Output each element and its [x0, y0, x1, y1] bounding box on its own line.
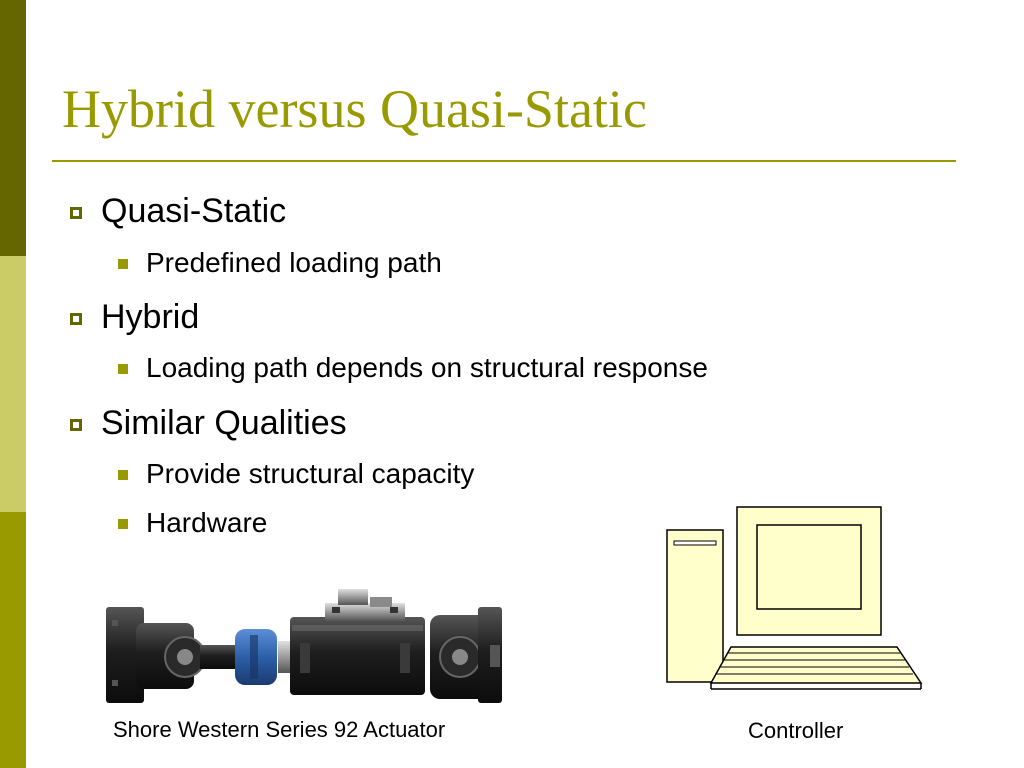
sidebar-stripe-middle [0, 256, 26, 512]
solid-square-icon [118, 364, 128, 374]
computer-icon [666, 506, 923, 690]
solid-square-icon [118, 259, 128, 269]
actuator-illustration [106, 589, 502, 703]
bullet-hybrid: Hybrid [101, 298, 200, 336]
sub-bullet-hardware: Hardware [146, 507, 268, 538]
solid-square-icon [118, 470, 128, 480]
controller-illustration [665, 505, 925, 700]
sub-bullet-provide-structural-capacity: Provide structural capacity [146, 458, 475, 489]
sub-bullet-loading-path-depends: Loading path depends on structural respo… [146, 352, 708, 383]
sub-bullet-predefined-loading-path: Predefined loading path [146, 247, 442, 278]
sidebar-stripe-top [0, 0, 26, 256]
title-underline [52, 160, 956, 162]
hollow-square-icon [70, 419, 82, 431]
bullet-quasi-static: Quasi-Static [101, 192, 287, 230]
bullet-similar-qualities: Similar Qualities [101, 404, 347, 442]
hollow-square-icon [70, 313, 82, 325]
solid-square-icon [118, 519, 128, 529]
sidebar-stripe-bottom [0, 512, 26, 768]
actuator-photo [100, 585, 505, 710]
controller-caption: Controller [748, 718, 844, 743]
hollow-square-icon [70, 207, 82, 219]
slide-title: Hybrid versus Quasi-Static [62, 79, 647, 139]
actuator-caption: Shore Western Series 92 Actuator [113, 717, 446, 742]
